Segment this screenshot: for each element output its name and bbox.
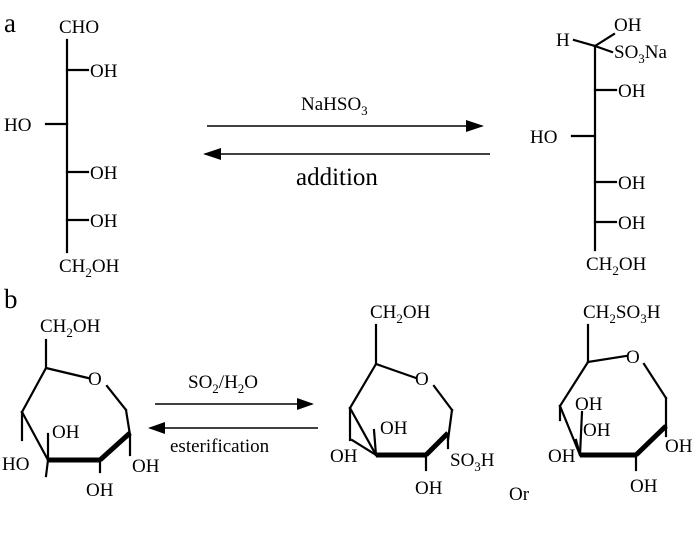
bisulfite-adduct-chain: H OH SO3Na OH HO OH OH CH2OH: [530, 15, 668, 278]
oh-c1: OH: [614, 15, 642, 36]
oh-c5: OH: [90, 211, 118, 232]
ring-oxygen: O: [415, 369, 429, 390]
ch2oh-group: CH2OH: [370, 302, 431, 326]
glucose-open-chain: CHO OH HO OH OH CH2OH: [4, 17, 120, 280]
reversible-arrow-icon: [203, 120, 490, 160]
reaction-type-esterification: esterification: [170, 436, 270, 457]
oh-upper: OH: [380, 418, 408, 439]
ch2so3h-group: CH2SO3H: [583, 302, 661, 326]
oh-left: OH: [548, 446, 576, 467]
oh-c4: OH: [618, 173, 646, 194]
oh-bottom: OH: [415, 478, 443, 499]
cho-group: CHO: [59, 17, 99, 38]
ch2oh-group: CH2OH: [40, 316, 101, 340]
oh-c5: OH: [618, 213, 646, 234]
reagent-nahso3: NaHSO3: [301, 94, 368, 118]
sulfonated-ring-2: CH2SO3H O OH OH OH OH OH: [548, 302, 693, 497]
oh-mid: OH: [583, 420, 611, 441]
oh-c4: OH: [90, 163, 118, 184]
so3h-group: SO3H: [450, 450, 495, 474]
oh-c2: OH: [618, 81, 646, 102]
oh-upper: OH: [52, 422, 80, 443]
so3na-c1: SO3Na: [614, 42, 668, 66]
ch2oh-c6: CH2OH: [586, 254, 647, 278]
ch2oh-c6: CH2OH: [59, 256, 120, 280]
oh-bottom: OH: [630, 476, 658, 497]
sulfonated-ring-1: CH2OH O OH OH SO3H OH: [330, 302, 495, 499]
or-label: Or: [509, 484, 530, 505]
panel-label-b: b: [4, 284, 18, 314]
reversible-arrow-b: [148, 398, 318, 434]
ring-oxygen: O: [626, 347, 640, 368]
ring-oxygen: O: [88, 369, 102, 390]
ho-c3: HO: [530, 127, 557, 148]
oh-left: OH: [330, 446, 358, 467]
oh-c2: OH: [90, 61, 118, 82]
oh-bottom: OH: [86, 480, 114, 501]
oh-right: OH: [665, 436, 693, 457]
panel-label-a: a: [4, 8, 16, 38]
ho-left: HO: [2, 454, 29, 475]
reaction-type-addition: addition: [296, 164, 378, 191]
oh-right: OH: [132, 456, 160, 477]
h-c1: H: [556, 30, 570, 51]
glucose-pyranose-ring: CH2OH O OH HO OH OH OH: [2, 316, 160, 501]
ho-c3: HO: [4, 115, 31, 136]
oh-upper-left: OH: [575, 394, 603, 415]
reagent-so2-h2o: SO2/H2O: [188, 372, 258, 396]
